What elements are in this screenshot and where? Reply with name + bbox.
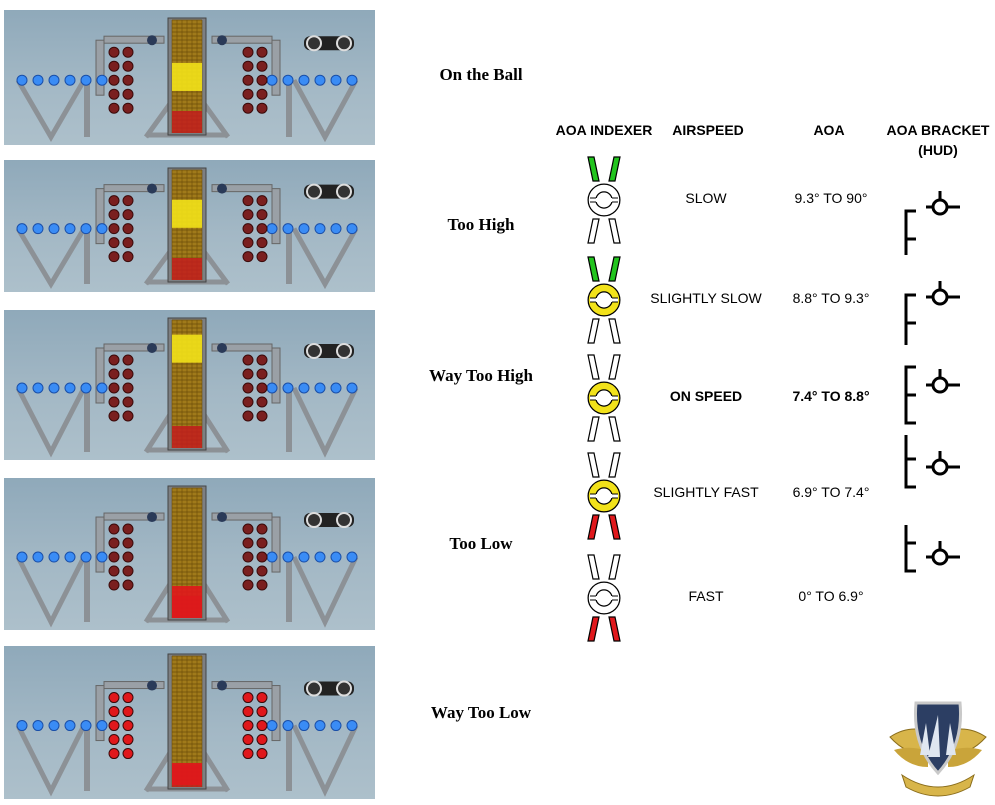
state-label-way-too-high: Way Too High <box>429 366 533 385</box>
winged-shield-emblem-icon <box>889 701 987 797</box>
aoa-bracket-icon <box>904 525 960 573</box>
aoa-bracket-icon <box>904 191 960 255</box>
flols-panel-too-low <box>4 478 375 630</box>
header-aoa-bracket-line2: (HUD) <box>918 142 958 158</box>
aoa-cell: 9.3° TO 90° <box>794 190 868 206</box>
aoa-cell: 7.4° TO 8.8° <box>792 388 870 404</box>
airspeed-cell: SLOW <box>685 190 727 206</box>
airspeed-cell: FAST <box>688 588 724 604</box>
flols-lens-icon <box>15 317 359 458</box>
header-airspeed: AIRSPEED <box>672 122 744 138</box>
aoa-indexer-icon <box>587 554 621 642</box>
header-aoa-bracket-line1: AOA BRACKET <box>886 122 990 138</box>
aoa-indexer-icon <box>587 256 621 344</box>
state-label-too-high: Too High <box>447 215 515 234</box>
header-aoa-indexer: AOA INDEXER <box>555 122 653 138</box>
state-label-on-the-ball: On the Ball <box>439 65 523 84</box>
aoa-bracket-icon <box>904 435 960 489</box>
airspeed-cell: SLIGHTLY SLOW <box>650 290 762 306</box>
aoa-cell: 8.8° TO 9.3° <box>792 290 870 306</box>
flols-panel-on-the-ball <box>4 10 375 145</box>
aoa-cell: 0° TO 6.9° <box>798 588 864 604</box>
aoa-bracket-icon <box>904 365 960 425</box>
aoa-cell: 6.9° TO 7.4° <box>792 484 870 500</box>
header-aoa-bracket: AOA BRACKET (HUD) <box>873 120 995 160</box>
airspeed-cell: ON SPEED <box>669 388 743 404</box>
flols-lens-icon <box>15 17 359 143</box>
flols-panel-way-too-high <box>4 310 375 460</box>
aoa-indexer-icon <box>587 156 621 244</box>
airspeed-cell: SLIGHTLY FAST <box>653 484 759 500</box>
flols-panel-way-too-low <box>4 646 375 799</box>
aoa-indexer-icon <box>587 354 621 442</box>
flols-panel-too-high <box>4 160 375 292</box>
state-label-too-low: Too Low <box>449 534 513 553</box>
state-label-way-too-low: Way Too Low <box>430 703 532 722</box>
aoa-bracket-icon <box>904 281 960 345</box>
header-aoa: AOA <box>813 122 845 138</box>
flols-lens-icon <box>15 485 359 628</box>
flols-lens-icon <box>15 653 359 797</box>
aoa-indexer-icon <box>587 452 621 540</box>
flols-lens-icon <box>15 167 359 290</box>
